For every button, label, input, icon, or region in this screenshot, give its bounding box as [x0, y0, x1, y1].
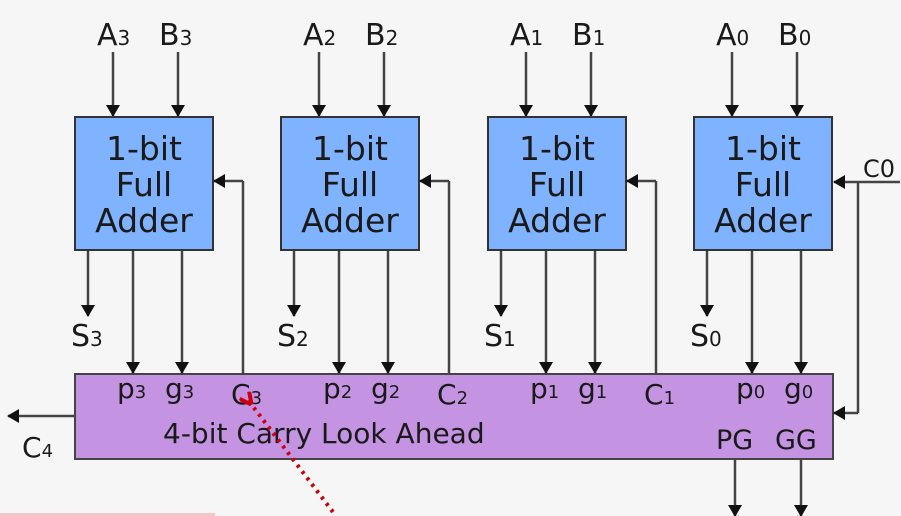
input-a-label: A1: [510, 18, 543, 53]
adder-label-line2: Full: [735, 165, 791, 204]
full-adder-block: [280, 116, 420, 251]
adder-label-line3: Adder: [508, 201, 606, 240]
adder-label-line2: Full: [116, 165, 172, 204]
adder-label-line1: 1-bit: [312, 129, 388, 168]
propagate-label: p0: [736, 372, 765, 405]
carry-label: C2: [437, 378, 468, 411]
full-adder-block: [74, 116, 214, 251]
generate-label: g1: [578, 372, 607, 405]
sum-label: S3: [71, 319, 103, 354]
adder-label-line1: 1-bit: [106, 129, 182, 168]
input-b-label: B3: [159, 18, 192, 53]
adder-label-line1: 1-bit: [519, 129, 595, 168]
selection-bar: [0, 513, 215, 516]
adder-label-line3: Adder: [301, 201, 399, 240]
input-b-label: B2: [365, 18, 398, 53]
gg-label: GG: [775, 425, 817, 456]
sum-label: S0: [690, 319, 722, 354]
sum-label: S1: [484, 319, 516, 354]
pg-label: PG: [716, 425, 753, 456]
input-a-label: A2: [303, 18, 336, 53]
adder-label-line3: Adder: [714, 201, 812, 240]
sum-label: S2: [277, 319, 309, 354]
input-a-label: A3: [97, 18, 130, 53]
cla-label: 4-bit Carry Look Ahead: [163, 417, 485, 450]
generate-label: g0: [784, 372, 813, 405]
propagate-label: p1: [530, 372, 559, 405]
propagate-label: p3: [117, 372, 146, 405]
adder-label-line1: 1-bit: [725, 129, 801, 168]
carry-in-label: C0: [863, 155, 895, 183]
input-b-label: B0: [778, 18, 811, 53]
generate-label: g2: [371, 372, 400, 405]
input-b-label: B1: [572, 18, 605, 53]
adder-label-line3: Adder: [95, 201, 193, 240]
carry-label: C1: [644, 378, 675, 411]
propagate-label: p2: [323, 372, 352, 405]
full-adder-block: [693, 116, 833, 251]
adder-label-line2: Full: [322, 165, 378, 204]
adder-label-line2: Full: [529, 165, 585, 204]
full-adder-block: [487, 116, 627, 251]
generate-label: g3: [165, 372, 194, 405]
carry-lookahead-block: [74, 373, 834, 460]
carry-out-label: C4: [22, 431, 53, 464]
input-a-label: A0: [716, 18, 749, 53]
